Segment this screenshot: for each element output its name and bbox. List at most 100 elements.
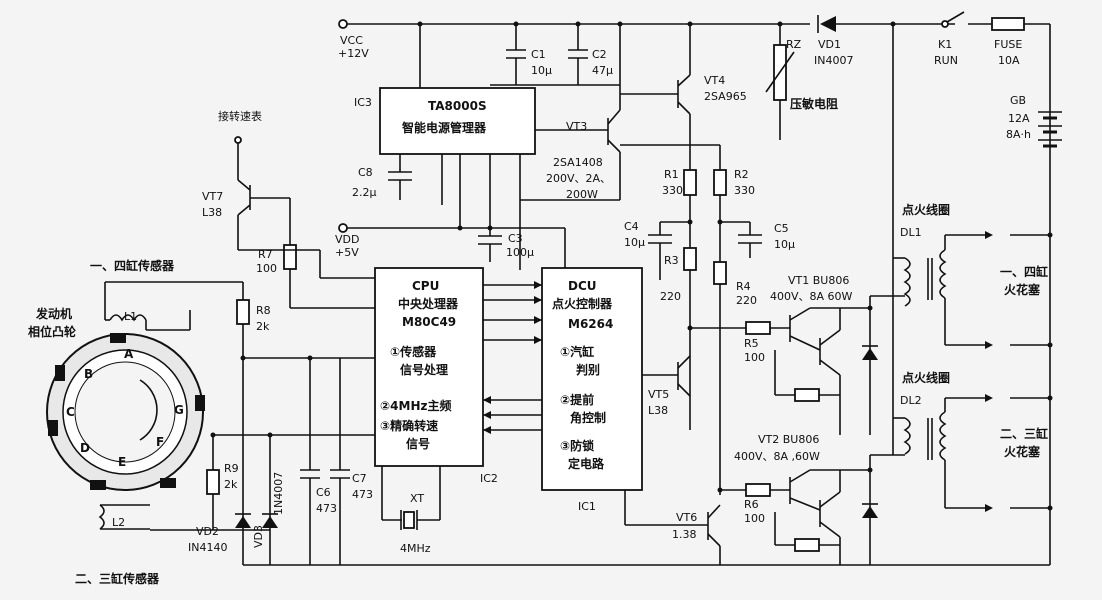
vt2-darlington [770, 455, 878, 565]
r9-label: R9 [224, 462, 239, 475]
vd3-part: 1N4007 [272, 472, 285, 515]
c8-label: C8 [358, 166, 373, 179]
vt3-power: 200W [566, 188, 598, 201]
r3-label: R3 [664, 254, 679, 267]
tachometer-label: 接转速表 [218, 109, 262, 123]
fuse-label: FUSE [994, 38, 1022, 51]
c6-label: C6 [316, 486, 331, 499]
dcu-func2b: 角控制 [570, 410, 606, 425]
xt-crystal [381, 466, 441, 530]
sensor14-label: 一、四缸传感器 [90, 258, 175, 273]
vt5-part: L38 [648, 404, 668, 417]
vdd-label: VDD [335, 233, 359, 246]
vt3-part: 2SA1408 [553, 156, 603, 169]
c5-capacitor [720, 221, 762, 258]
vt1-rating: 400V、8A 60W [770, 290, 853, 303]
dl2-label: DL2 [900, 394, 922, 407]
r2-label: R2 [734, 168, 749, 181]
plug23-sublabel: 火花塞 [1004, 444, 1041, 459]
r1-value: 330 [662, 184, 683, 197]
ic3-name: 智能电源管理器 [401, 120, 487, 135]
c8-value: 2.2μ [352, 186, 377, 199]
fuse-value: 10A [998, 54, 1020, 67]
r3-value: 220 [660, 290, 681, 303]
c5-label: C5 [774, 222, 789, 235]
xt-frequency: 4MHz [400, 542, 431, 555]
c1-value: 10μ [531, 64, 552, 77]
dl1-label: DL1 [900, 226, 922, 239]
vt1-label: VT1 BU806 [788, 274, 849, 287]
vd1-diode [817, 15, 836, 33]
dcu-func3: ③防锁 [560, 438, 594, 453]
vt7-label: VT7 [202, 190, 223, 203]
cpu-name: 中央处理器 [398, 296, 459, 311]
r7-label: R7 [258, 248, 273, 261]
cam-mark-f: F [156, 435, 164, 449]
vt2-label: VT2 BU806 [758, 433, 819, 446]
c4-value: 10μ [624, 236, 645, 249]
r3-resistor [683, 247, 697, 271]
cpu-ref: IC2 [480, 472, 498, 485]
vd2-label: VD2 [196, 525, 219, 538]
r7-value: 100 [256, 262, 277, 275]
l1-label: L1 [124, 310, 137, 323]
cpu-func1: ①传感器 [390, 344, 437, 359]
c6-value: 473 [316, 502, 337, 515]
cam-label: 相位凸轮 [28, 324, 77, 339]
r8-label: R8 [256, 304, 271, 317]
cpu-func3b: 信号 [406, 436, 430, 451]
c4-label: C4 [624, 220, 639, 233]
r8-value: 2k [256, 320, 270, 333]
vt3-rating: 200V、2A、 [546, 172, 611, 185]
r5-resistor [745, 321, 771, 335]
r9-value: 2k [224, 478, 238, 491]
vt5-label: VT5 [648, 388, 669, 401]
engine-label: 发动机 [35, 306, 72, 321]
dl1-coil [870, 231, 1050, 349]
dcu-func1b: 判别 [576, 362, 600, 377]
cpu-func3: ③精确转速 [380, 418, 438, 433]
cam-mark-b: B [84, 367, 93, 381]
cam-mark-e: E [118, 455, 126, 469]
cpu-title: CPU [412, 279, 439, 293]
c3-capacitor [478, 228, 502, 262]
vcc-value: +12V [338, 47, 369, 60]
plug23-label: 二、三缸 [1000, 426, 1048, 441]
cam-mark-d: D [80, 441, 90, 455]
dcu-func3b: 定电路 [568, 456, 605, 471]
battery-voltage: 12A [1008, 112, 1030, 125]
vt3-label: VT3 [566, 120, 587, 133]
plug14-sublabel: 火花塞 [1004, 282, 1041, 297]
battery-gb [1038, 111, 1062, 148]
cam-mark-a: A [124, 347, 134, 361]
c7-label: C7 [352, 472, 367, 485]
c1-capacitor [506, 24, 526, 85]
ic3-part: TA8000S [428, 99, 487, 113]
dcu-func1: ①汽缸 [560, 344, 594, 359]
cpu-dcu-buses [483, 281, 542, 434]
c2-value: 47μ [592, 64, 613, 77]
dl1-name: 点火线圈 [902, 202, 950, 217]
r5-label: R5 [744, 337, 759, 350]
vcc-label: VCC [340, 34, 363, 47]
r2-resistor [713, 169, 727, 196]
dcu-func2: ②提前 [560, 392, 594, 407]
cpu-func2: ②4MHz主频 [380, 398, 451, 413]
plug14-label: 一、四缸 [1000, 264, 1048, 279]
vt5-transistor [642, 355, 691, 397]
sensor23-label: 二、三缸传感器 [75, 571, 160, 586]
r2-value: 330 [734, 184, 755, 197]
k1-name: RUN [934, 54, 958, 67]
r6-value: 100 [744, 512, 765, 525]
vt6-part: 1.38 [672, 528, 697, 541]
ic3-box [379, 87, 536, 155]
vt4-label: VT4 [704, 74, 725, 87]
c7-value: 473 [352, 488, 373, 501]
c2-capacitor [568, 24, 588, 85]
dcu-title: DCU [568, 279, 597, 293]
junction-dots [210, 21, 1053, 511]
r5-value: 100 [744, 351, 765, 364]
vt2-rating: 400V、8A ,60W [734, 450, 820, 463]
vdd-value: +5V [335, 246, 359, 259]
